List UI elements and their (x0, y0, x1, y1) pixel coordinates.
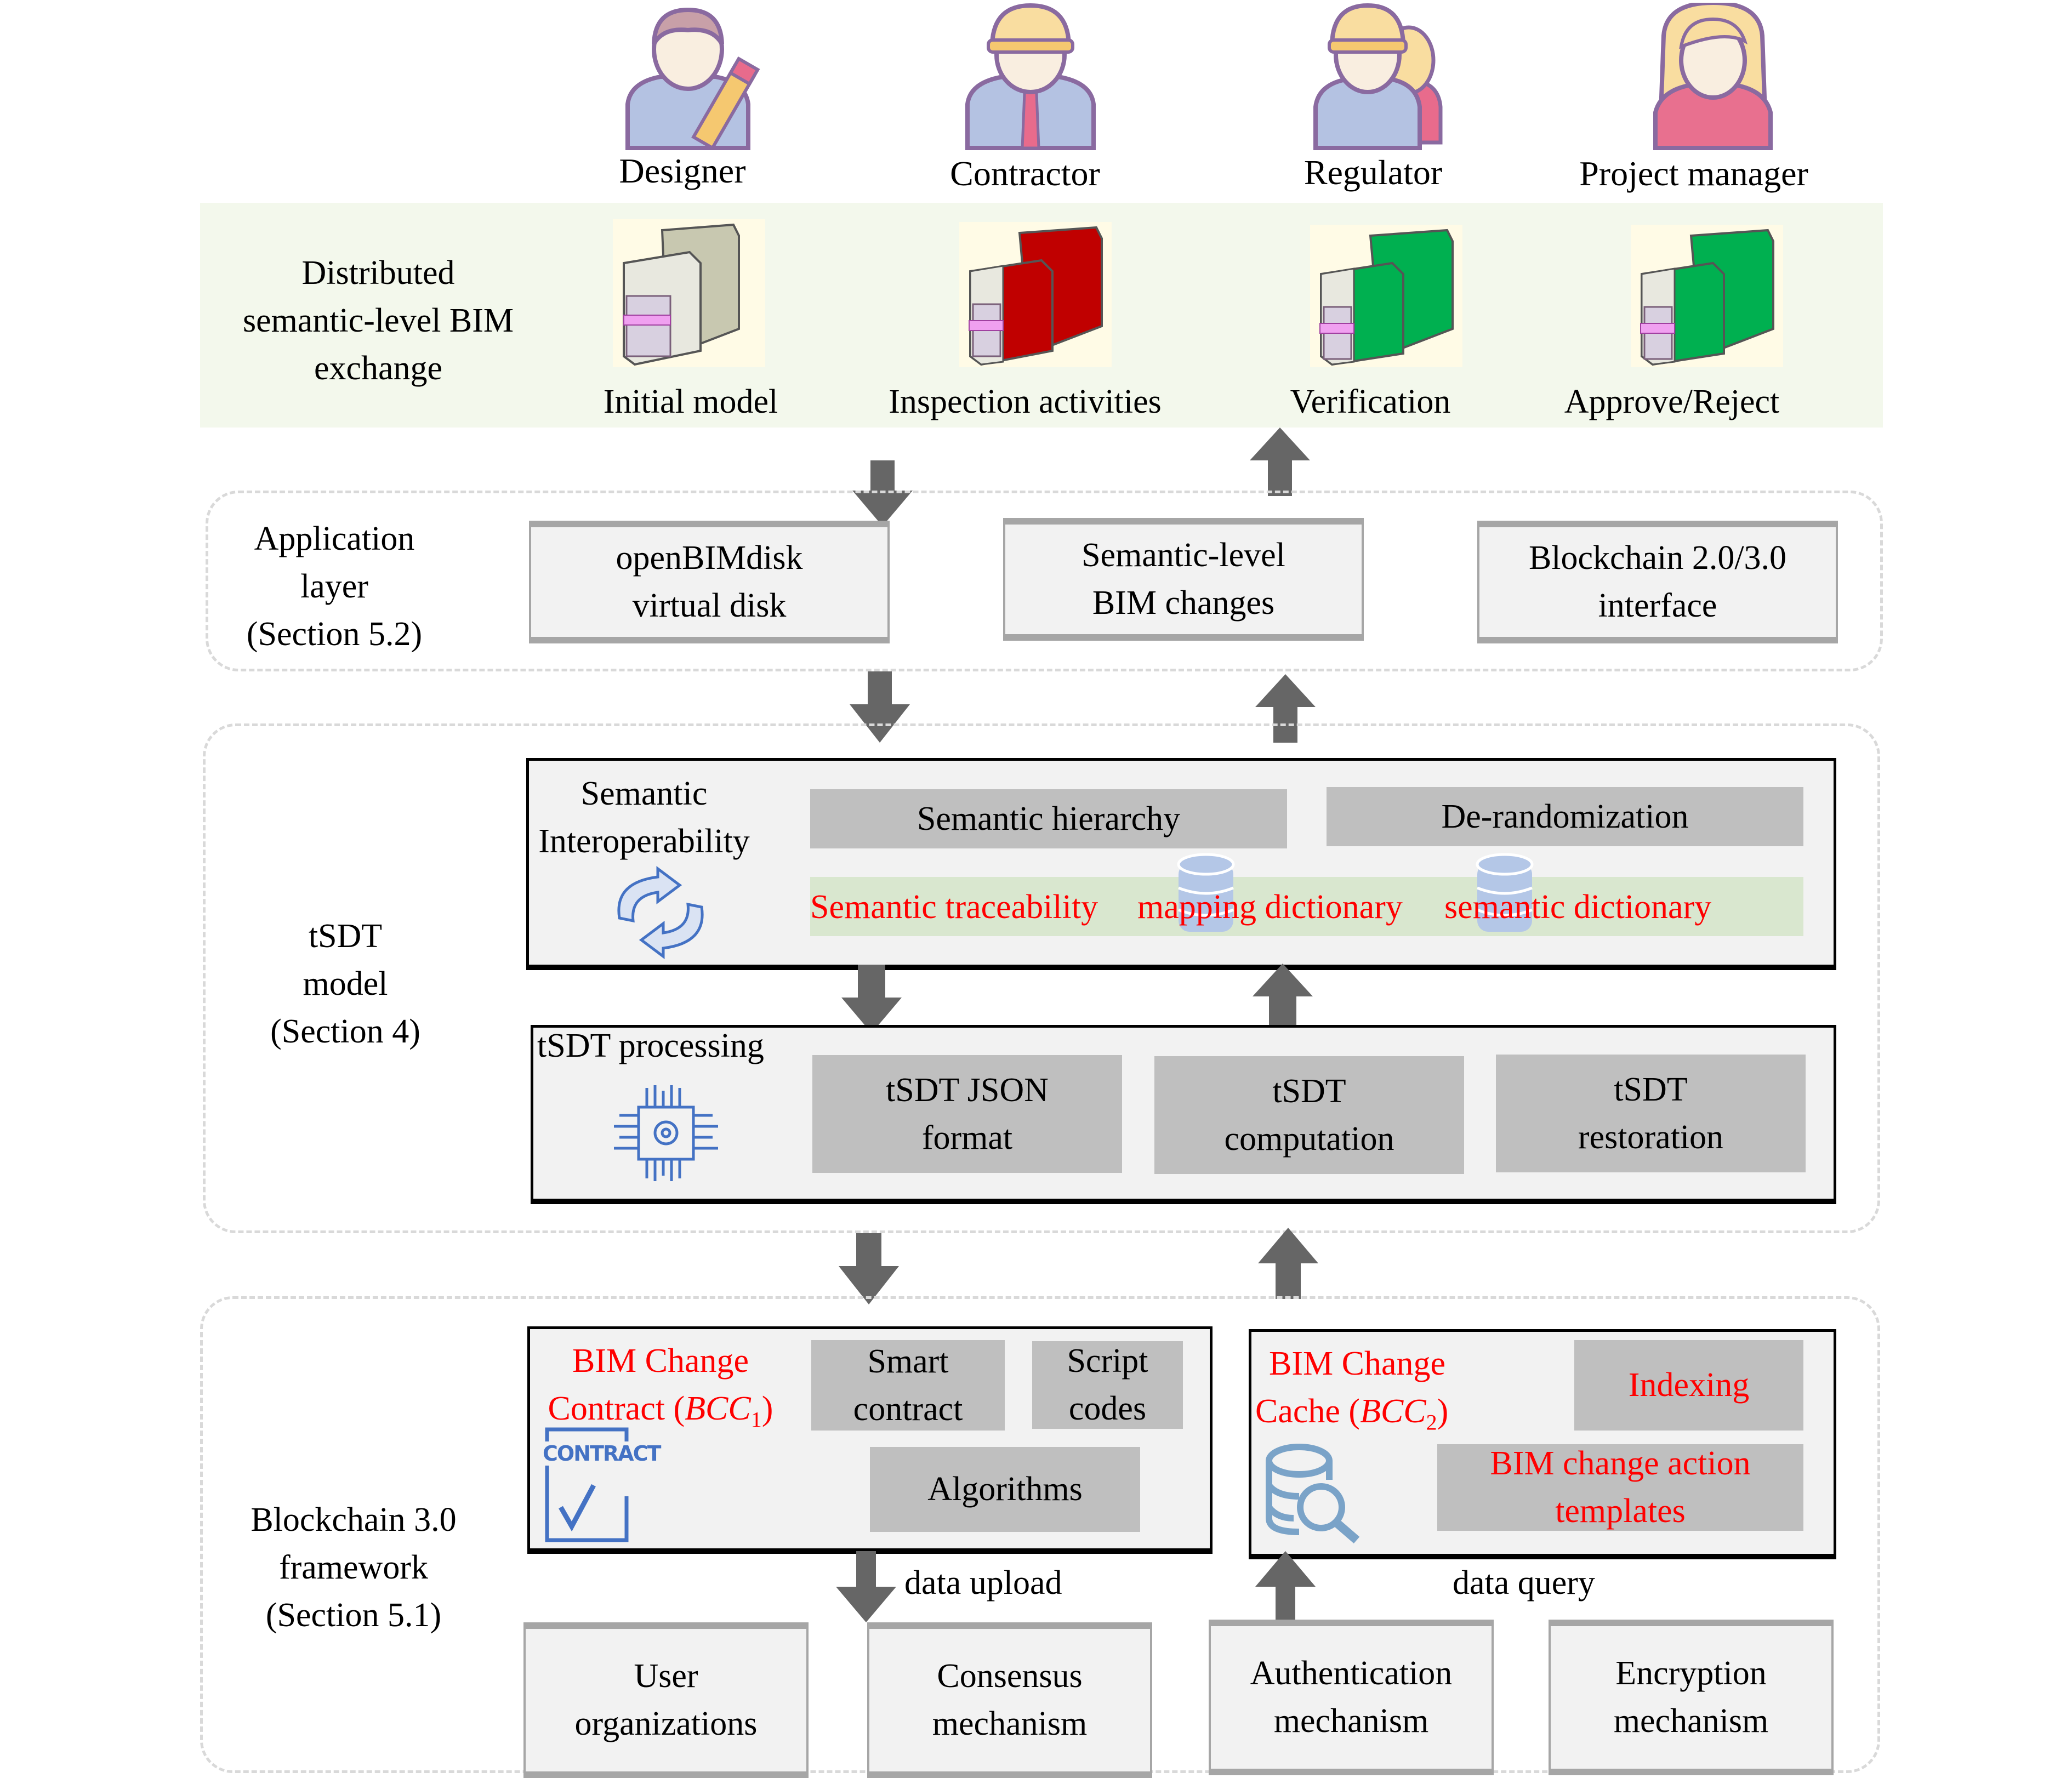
contract-icon-text: CONTRACT (543, 1441, 661, 1466)
arrow-down-3 (841, 965, 902, 1033)
stage-label-verification: Verification (1290, 383, 1451, 420)
contractor-icon (951, 3, 1110, 153)
role-label-designer: Designer (619, 151, 746, 190)
blockchain-framework-title: Blockchain 3.0 framework (Section 5.1) (251, 1501, 457, 1634)
processor-chip-icon (611, 1082, 721, 1184)
bim-model-verification (1310, 225, 1462, 367)
algorithms-box: Algorithms (870, 1447, 1140, 1532)
tsdt-processing-title: tSDT processing (537, 1027, 764, 1064)
tsdt-model-title: tSDT model (Section 4) (270, 918, 420, 1050)
data-query-arrow (1255, 1551, 1316, 1628)
application-layer-frame (206, 491, 1883, 671)
bim-model-approve (1631, 225, 1783, 367)
contract-document-icon: CONTRACT (542, 1425, 661, 1543)
bim-model-initial (613, 219, 765, 367)
indexing-box: Indexing (1574, 1340, 1803, 1431)
role-label-regulator: Regulator (1303, 153, 1443, 192)
sync-arrows-icon (603, 866, 718, 959)
arrow-up-1 (1250, 428, 1310, 496)
regulator-icon (1299, 3, 1458, 153)
data-upload-label: data upload (904, 1564, 1062, 1602)
bcc1-title-line2: Contract (BCC1) (548, 1389, 773, 1432)
data-query-label: data query (1453, 1564, 1595, 1602)
semantic-hierarchy-box: Semantic hierarchy (810, 789, 1287, 848)
role-label-contractor: Contractor (950, 154, 1100, 193)
exchange-title: Distributed semantic-level BIM exchange (242, 254, 514, 387)
bcc2-title-line2: Cache (BCC2) (1255, 1392, 1449, 1435)
stage-label-initial-model: Initial model (603, 383, 778, 420)
application-layer-title: Application layer (Section 5.2) (246, 520, 423, 653)
bim-model-inspection (959, 222, 1112, 367)
database-icon (1176, 852, 1236, 940)
designer-icon (608, 5, 767, 153)
arrow-up-3 (1253, 964, 1313, 1032)
semantic-dictionary-band (810, 877, 1803, 936)
role-label-project-manager: Project manager (1579, 154, 1808, 193)
bcc2-title: BIM Change Cache (BCC2) (1255, 1340, 1485, 1438)
mapping-dictionary-label: mapping dictionary (1137, 888, 1403, 926)
arrow-down-4 (839, 1233, 899, 1304)
semantic-interoperability-title: Semantic Interoperability (538, 775, 750, 860)
tsdt-model-frame (203, 723, 1880, 1233)
semantic-traceability-label: Semantic traceability (810, 888, 1098, 926)
project-manager-icon (1642, 3, 1784, 153)
bcc1-title: BIM Change Contract (BCC1) (532, 1337, 789, 1435)
data-upload-arrow (836, 1551, 896, 1622)
arrow-up-4 (1258, 1228, 1318, 1299)
database-search-icon (1261, 1441, 1370, 1546)
stage-label-approve-reject: Approve/Reject (1564, 383, 1780, 420)
database-icon (1475, 852, 1535, 940)
semantic-dictionary-label: semantic dictionary (1444, 888, 1712, 926)
stage-label-inspection: Inspection activities (889, 383, 1162, 420)
arrow-down-1 (852, 460, 913, 526)
de-randomization-box: De-randomization (1327, 787, 1803, 846)
